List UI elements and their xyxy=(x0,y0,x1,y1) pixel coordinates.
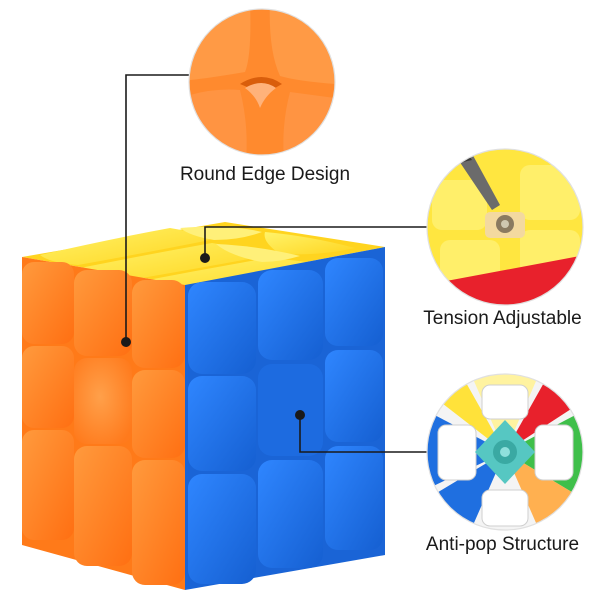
inset-anti-pop xyxy=(426,373,584,531)
callout-line-round-edge xyxy=(125,74,190,342)
cube-front-face xyxy=(22,257,185,590)
inset-tension xyxy=(426,148,584,306)
callout-lines xyxy=(125,74,430,453)
cube-side-face xyxy=(185,247,385,590)
caption-anti-pop-structure: Anti-pop Structure xyxy=(425,534,580,555)
caption-tension-adjustable: Tension Adjustable xyxy=(423,308,582,329)
caption-round-edge: Round Edge Design xyxy=(179,164,351,185)
callout-line-tension xyxy=(204,226,430,258)
callout-line-anti-pop xyxy=(299,415,430,453)
inset-round-edge xyxy=(188,8,336,156)
rubiks-cube xyxy=(22,222,385,590)
